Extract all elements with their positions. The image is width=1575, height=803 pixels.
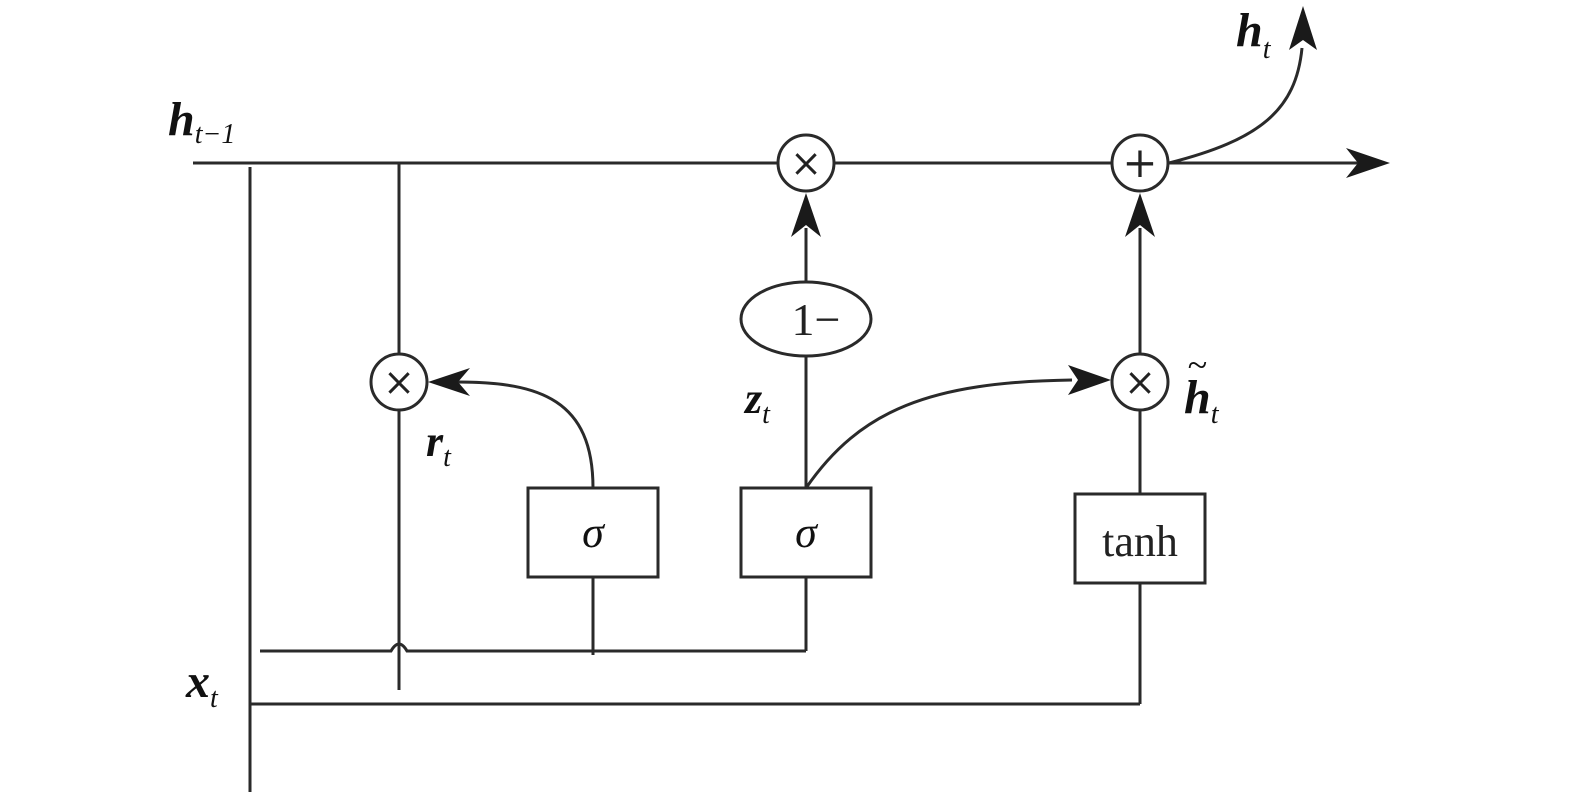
arrowhead-candidate-multiply bbox=[1068, 365, 1111, 395]
previous-hidden-state-label: ht−1 bbox=[168, 93, 235, 150]
arrowhead-output-right bbox=[1346, 148, 1390, 178]
sigmoid-label: σ bbox=[795, 508, 819, 557]
operator-nodes: × + × × 1− bbox=[369, 133, 1170, 412]
activation-boxes: σ σ tanh bbox=[526, 486, 1207, 585]
add-node: + bbox=[1110, 133, 1170, 193]
one-minus-label: 1− bbox=[792, 294, 841, 345]
arrowhead-reset-gate bbox=[428, 368, 470, 396]
input-label: xt bbox=[185, 655, 219, 714]
tanh-label: tanh bbox=[1102, 517, 1178, 566]
candidate-accent: ~ bbox=[1187, 345, 1206, 385]
update-sigmoid-box: σ bbox=[739, 486, 873, 579]
update-gate-label: zt bbox=[743, 374, 771, 430]
candidate-multiply-node: × bbox=[1110, 352, 1170, 412]
output-curve bbox=[1168, 47, 1304, 165]
update-gate-curve bbox=[804, 378, 1073, 489]
one-minus-node: 1− bbox=[739, 280, 873, 358]
connection-lines bbox=[193, 47, 1360, 792]
reset-multiply-node: × bbox=[369, 352, 429, 412]
gate-input-bus bbox=[260, 642, 806, 653]
reset-gate-curve bbox=[457, 380, 595, 489]
add-symbol: + bbox=[1122, 138, 1157, 187]
arrowhead-output-up bbox=[1289, 6, 1317, 50]
reset-gate-label: rt bbox=[426, 417, 452, 473]
tanh-box: tanh bbox=[1073, 492, 1207, 585]
reset-sigmoid-box: σ bbox=[526, 486, 660, 579]
output-hidden-state-label: ht bbox=[1236, 4, 1272, 65]
multiply-symbol: × bbox=[1124, 360, 1156, 404]
variable-labels: ht−1 ht xt rt zt ~ ht bbox=[168, 4, 1272, 714]
multiply-symbol: × bbox=[383, 360, 415, 404]
arrowhead-update-multiply bbox=[791, 193, 821, 237]
sigmoid-label: σ bbox=[582, 508, 606, 557]
arrowhead-add bbox=[1125, 193, 1155, 237]
candidate-hidden-state-label: ~ ht bbox=[1184, 345, 1220, 430]
arrowheads bbox=[428, 6, 1390, 396]
candidate-symbol: ht bbox=[1184, 371, 1220, 430]
multiply-symbol: × bbox=[790, 141, 822, 185]
update-multiply-node: × bbox=[776, 133, 836, 193]
